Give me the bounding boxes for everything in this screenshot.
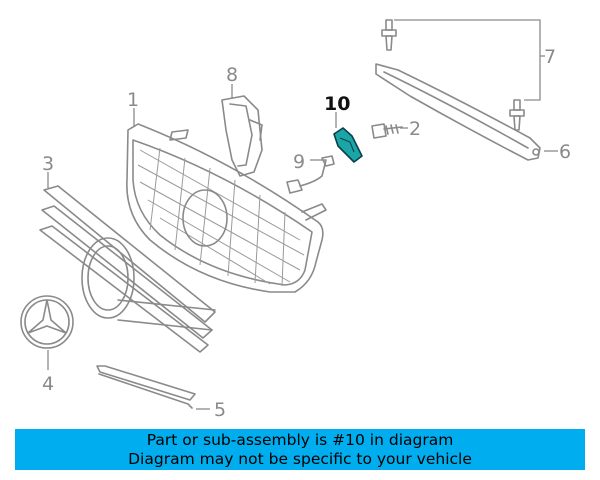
callout-4: 4 bbox=[42, 373, 54, 395]
lower-trim-strip-part bbox=[96, 365, 196, 409]
callout-1: 1 bbox=[127, 89, 139, 111]
callout-5: 5 bbox=[214, 399, 226, 421]
callout-7: 7 bbox=[544, 46, 556, 68]
grille-frame-slats-part bbox=[39, 185, 216, 353]
upper-support-rail-part bbox=[375, 63, 541, 161]
highlighted-part-10 bbox=[333, 127, 363, 163]
lower-fastener-part bbox=[509, 99, 525, 131]
grille-mesh-part bbox=[126, 123, 327, 293]
callout-8: 8 bbox=[226, 64, 238, 86]
callout-3: 3 bbox=[42, 153, 54, 175]
leader-lines bbox=[47, 19, 558, 410]
callout-2: 2 bbox=[409, 118, 421, 140]
side-bracket-part bbox=[221, 95, 263, 177]
screw-part bbox=[371, 123, 403, 139]
info-banner: Part or sub-assembly is #10 in diagram D… bbox=[15, 429, 585, 470]
sensor-cable-part bbox=[286, 155, 335, 194]
star-emblem-part bbox=[20, 295, 74, 349]
upper-fastener-part bbox=[381, 19, 397, 51]
callout-9: 9 bbox=[293, 151, 305, 173]
callout-10: 10 bbox=[324, 93, 350, 115]
banner-line-2: Diagram may not be specific to your vehi… bbox=[128, 450, 472, 468]
parts-diagram: 1 2 3 4 5 6 7 8 9 10 bbox=[20, 19, 571, 421]
banner-line-1: Part or sub-assembly is #10 in diagram bbox=[146, 431, 454, 449]
callout-6: 6 bbox=[559, 141, 571, 163]
